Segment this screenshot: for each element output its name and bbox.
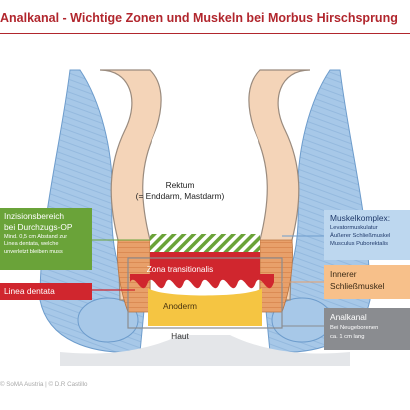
analkanal-title: Analkanal xyxy=(330,312,367,322)
haut-label: Haut xyxy=(171,331,189,341)
rectal-lumen xyxy=(148,72,262,234)
linea-callout: Linea dentata xyxy=(0,283,92,300)
muskelkomplex-title: Muskelkomplex: xyxy=(330,213,391,223)
innerer-title-line1: Innerer xyxy=(330,269,357,279)
muskelkomplex-item1: Levatormuskulatur xyxy=(330,224,378,231)
inzision-callout: Inzisionsbereich bei Durchzugs-OP Mind. … xyxy=(0,208,92,270)
analkanal-callout: Analkanal Bei Neugeborenen ca. 1 cm lang xyxy=(324,308,410,350)
inzision-text-line1: Mind. 0,5 cm Abstand zur xyxy=(4,234,68,240)
incision-zone xyxy=(150,234,260,252)
inzision-title-line1: Inzisionsbereich xyxy=(4,211,65,221)
rektum-label-line1: Rektum xyxy=(165,180,195,190)
muskelkomplex-item2: Äußerer Schließmuskel xyxy=(330,232,391,239)
rektum-label: Rektum (= Enddarm, Mastdarm) xyxy=(130,180,230,202)
analkanal-text-line2: ca. 1 cm lang xyxy=(330,334,365,340)
inzision-text-line2: Linea dentata, welche xyxy=(4,241,59,248)
muskelkomplex-item3: Musculus Puborektalis xyxy=(330,240,388,247)
title-rule xyxy=(0,33,410,34)
anoderm-label: Anoderm xyxy=(163,301,197,311)
page-title: Analkanal - Wichtige Zonen und Muskeln b… xyxy=(0,11,398,25)
rektum-label-line2: (= Enddarm, Mastdarm) xyxy=(135,191,225,201)
credit-text: © SoMA Austria | © D.R Castillo xyxy=(0,381,88,388)
linea-dentata xyxy=(130,274,274,289)
inzision-text-line3: unverletzt bleiben muss xyxy=(4,248,63,255)
skin-layer xyxy=(60,335,350,366)
muskelkomplex-callout: Muskelkomplex: Levatormuskulatur Äußerer… xyxy=(324,210,410,260)
inzision-title-line2: bei Durchzugs-OP xyxy=(4,221,73,232)
external-sphincter-left xyxy=(77,297,139,343)
zona-label: Zona transitionalis xyxy=(146,265,214,274)
analkanal-text-line1: Bei Neugeborenen xyxy=(330,325,379,331)
innerer-callout: Innerer Schließmuskel xyxy=(324,265,410,299)
anoderm xyxy=(148,288,262,326)
innerer-title-line2: Schließmuskel xyxy=(330,280,385,291)
anal-canal-outline xyxy=(127,257,283,329)
